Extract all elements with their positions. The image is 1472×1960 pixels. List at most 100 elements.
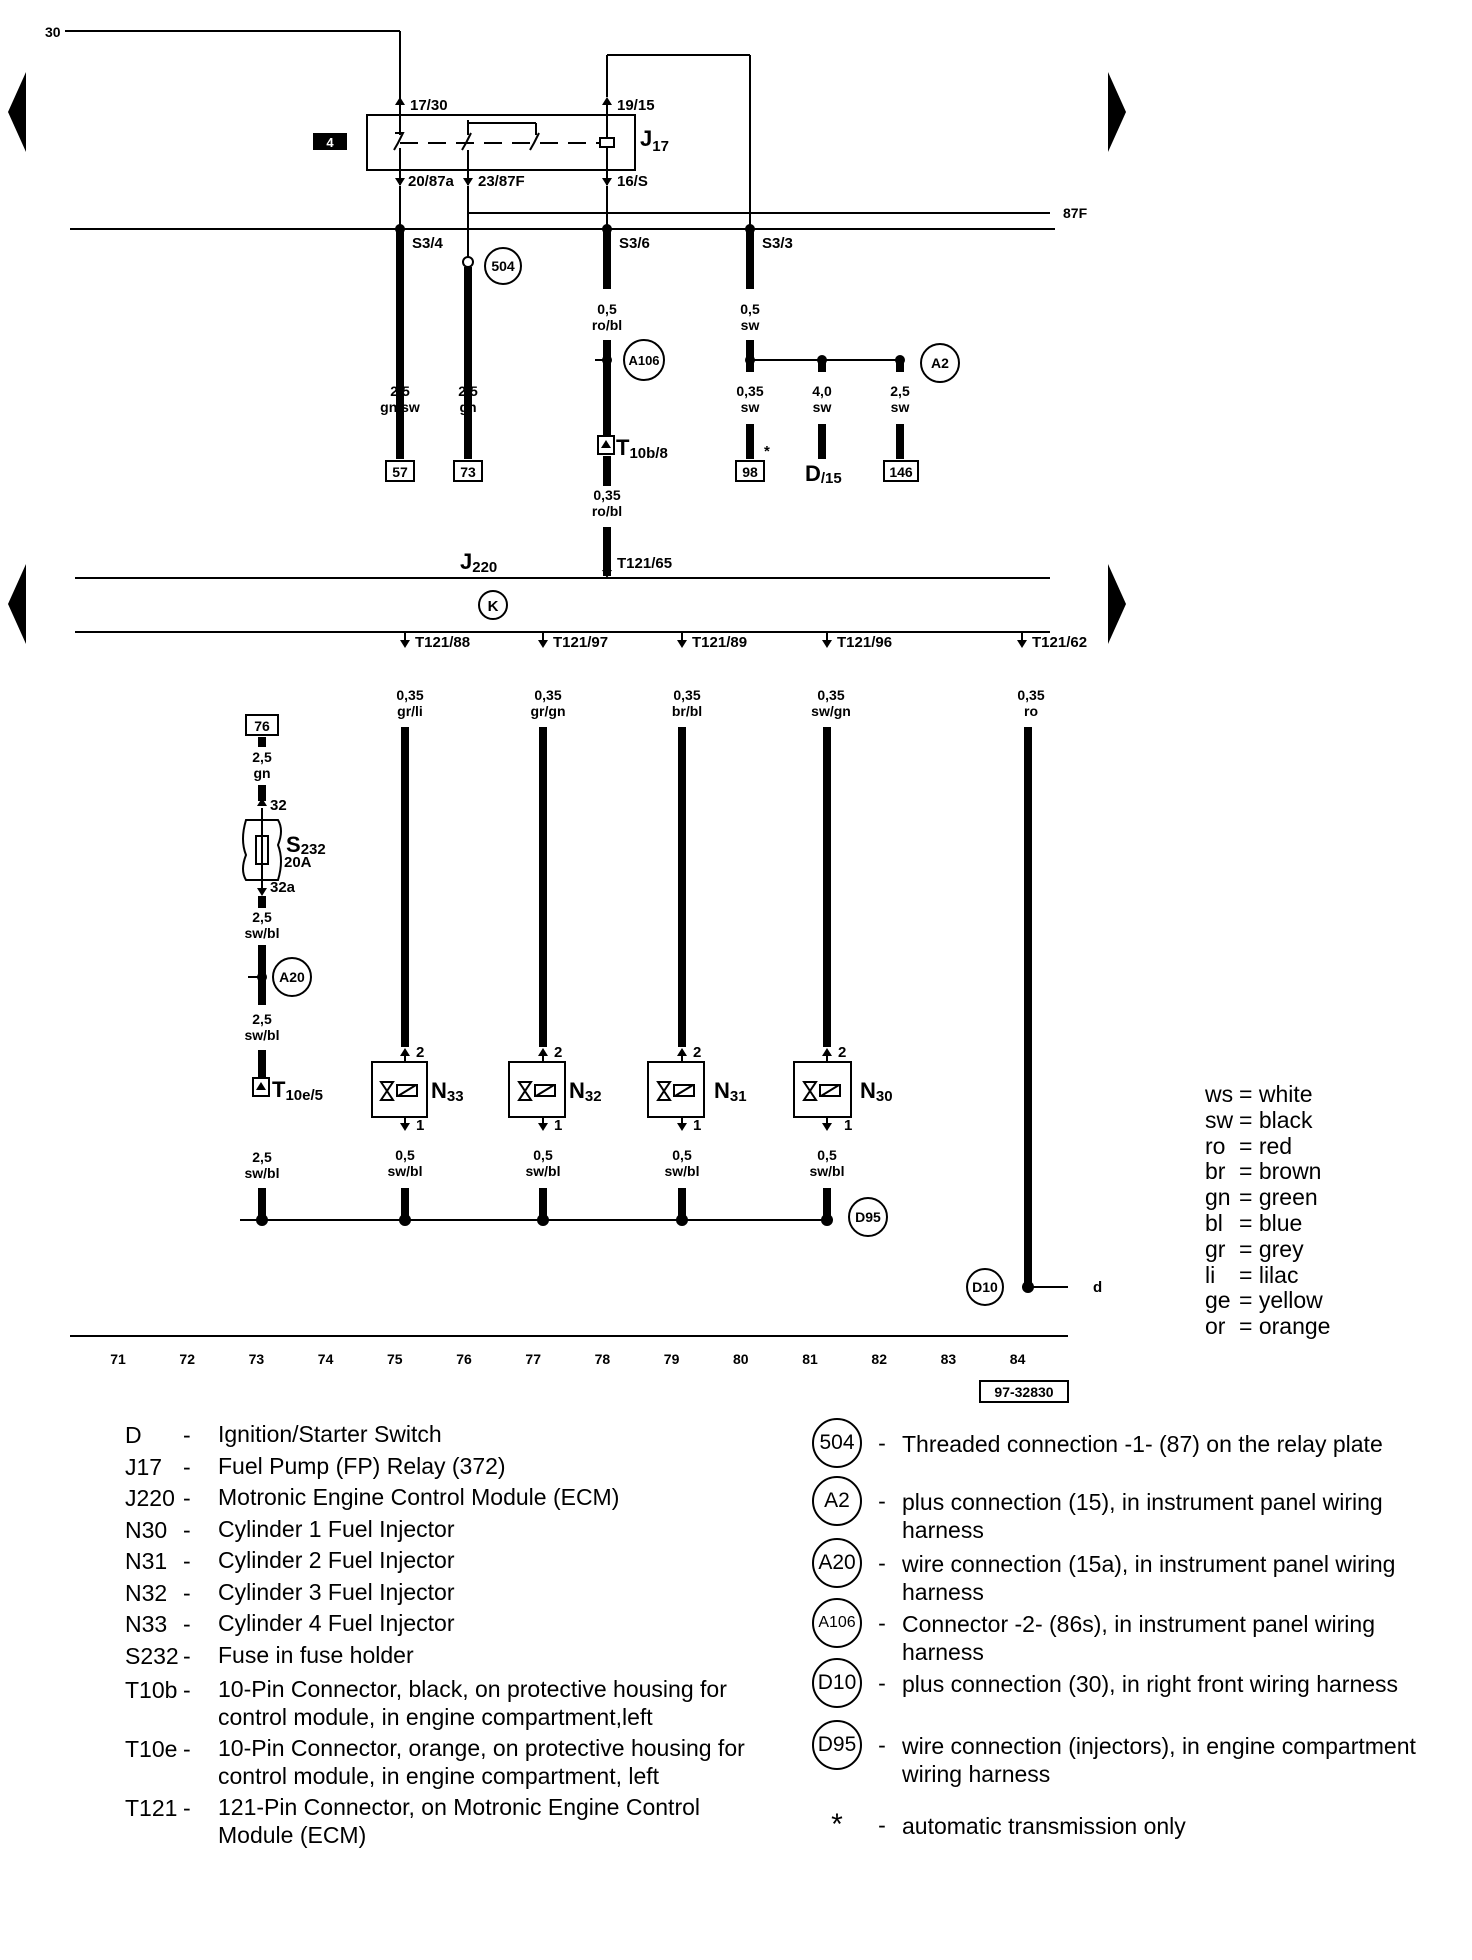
component-description: Cylinder 1 Fuel Injector: [218, 1515, 455, 1542]
continuation-d: d: [1093, 1279, 1102, 1296]
ecm-pin-t121-97: T121/97: [553, 634, 608, 651]
component-description: 121-Pin Connector, on Motronic Engine Co…: [218, 1794, 701, 1848]
footnote-dash: -: [878, 1812, 886, 1838]
wire-size: 0,5: [740, 301, 760, 317]
relay-pin-19-15: 19/15: [617, 97, 655, 114]
connection-description: Connector -2- (86s), in instrument panel…: [902, 1611, 1375, 1665]
connection-symbol: D95: [812, 1720, 862, 1770]
relay-pin-20-87a: 20/87a: [408, 173, 455, 190]
color-name: black: [1258, 1106, 1313, 1133]
equals-sign: =: [1239, 1235, 1259, 1262]
wire-color: ro/bl: [592, 317, 622, 333]
component-dash: -: [183, 1736, 191, 1762]
connection-symbol: A106: [812, 1598, 862, 1648]
component-key: T10b: [125, 1677, 178, 1703]
ref-76: 76: [254, 718, 270, 734]
connection-row: D10-plus connection (30), in right front…: [812, 1658, 1452, 1708]
color-name: yellow: [1258, 1287, 1323, 1314]
relay-name: J17: [640, 126, 669, 155]
next-page-arrow-top[interactable]: [1108, 72, 1126, 152]
document-code: 97-32830: [994, 1384, 1053, 1400]
connection-dash: -: [878, 1732, 886, 1758]
wire-color: ro/bl: [592, 503, 622, 519]
component-description: Cylinder 4 Fuel Injector: [218, 1610, 455, 1636]
ecm-k-symbol: [478, 590, 508, 620]
relay-pin-23-87f: 23/87F: [478, 173, 525, 190]
connection-dash: -: [878, 1430, 886, 1456]
injector-n32-label: N32: [569, 1078, 602, 1105]
component-key: J220: [125, 1485, 175, 1511]
component-key: N32: [125, 1579, 168, 1606]
color-key-row: ge = yellow: [1205, 1288, 1330, 1314]
relay-badge: [313, 133, 347, 150]
component-key: J17: [125, 1453, 163, 1480]
wire-size: 0,35: [736, 383, 763, 399]
connector-a20-label: A20: [279, 969, 305, 985]
wire-color: sw/bl: [809, 1163, 844, 1179]
color-key-row: ws= white: [1205, 1081, 1330, 1108]
injector-n31: 2 1 N31: [647, 1044, 747, 1134]
label-s3-6: S3/6: [619, 235, 650, 252]
ignition-switch-ref: D/15: [805, 461, 842, 487]
color-code: or: [1205, 1313, 1226, 1340]
color-code: gr: [1205, 1235, 1226, 1262]
color-name: green: [1258, 1184, 1318, 1211]
wire-size: 2,5: [252, 1149, 272, 1165]
equals-sign: =: [1239, 1106, 1259, 1133]
prev-page-arrow-bottom[interactable]: [8, 564, 26, 644]
equals-sign: =: [1239, 1081, 1259, 1107]
color-key-row: li= lilac: [1205, 1261, 1330, 1289]
injector-pin-2: 2: [416, 1044, 424, 1061]
footnote-symbol: *: [831, 1808, 843, 1841]
connector-d95-label: D95: [855, 1209, 881, 1225]
ecm-output-pins: T121/88 T121/97 T121/89 T121/96 T121/62: [400, 632, 1087, 651]
color-code: ge: [1205, 1287, 1231, 1314]
color-name: grey: [1258, 1235, 1304, 1262]
component-key: T10e: [125, 1736, 178, 1762]
wire-color: gn: [459, 399, 476, 415]
color-key-row: gr = grey: [1205, 1235, 1330, 1263]
color-name: blue: [1258, 1209, 1303, 1236]
scale-number: 77: [525, 1351, 541, 1367]
ecm-name: J220: [460, 549, 497, 576]
injector-n33: 2 1 N33: [371, 1044, 464, 1134]
component-row: N30-Cylinder 1 Fuel Injector: [125, 1515, 765, 1547]
label-s3-4: S3/4: [412, 235, 444, 252]
component-row: T10b-10-Pin Connector, black, on protect…: [125, 1675, 765, 1731]
wire-color: sw/bl: [244, 925, 279, 941]
fuse-pin-32a: 32a: [270, 879, 296, 896]
fuel-pump-relay: 4 17/30 19/15 20/87a 23/87F 16/S J17: [313, 97, 669, 190]
color-code: bl: [1205, 1209, 1223, 1236]
color-key-row: or= orange: [1205, 1313, 1330, 1340]
injector-n31-label: N31: [714, 1078, 747, 1105]
fuse-pin-32: 32: [270, 797, 287, 814]
connector-d10-label: D10: [972, 1279, 998, 1295]
wire-size: 2,5: [252, 749, 272, 765]
color-key-row: bl= blue: [1205, 1209, 1330, 1237]
color-name: lilac: [1258, 1261, 1299, 1288]
color-code: gn: [1205, 1184, 1231, 1211]
connector-a2: [920, 343, 960, 383]
scale-number: 75: [387, 1351, 403, 1367]
wire-color: sw/gn: [811, 703, 851, 719]
relay-badge-text: 4: [326, 135, 334, 150]
connection-symbol: A20: [812, 1538, 862, 1588]
scale-number: 83: [941, 1351, 957, 1367]
connector-504: [484, 247, 522, 285]
wire-size: 0,5: [597, 301, 617, 317]
equals-sign: =: [1239, 1287, 1259, 1314]
component-row: S232-Fuse in fuse holder: [125, 1641, 765, 1673]
next-page-arrow-bottom[interactable]: [1108, 564, 1126, 644]
component-description: Fuse in fuse holder: [218, 1641, 414, 1668]
connection-description: Threaded connection -1- (87) on the rela…: [902, 1431, 1383, 1457]
scale-number: 82: [871, 1351, 887, 1367]
connection-symbol: 504: [812, 1418, 862, 1468]
ecm-k-symbol-label: K: [488, 598, 499, 615]
color-code: br: [1205, 1158, 1226, 1185]
wire-color: sw/bl: [244, 1165, 279, 1181]
connector-504-label: 504: [491, 258, 515, 274]
prev-page-arrow-top[interactable]: [8, 72, 26, 152]
wire-size: 4,0: [812, 383, 832, 399]
ref-73: 73: [460, 464, 476, 480]
connection-row: A2-plus connection (15), in instrument p…: [812, 1476, 1452, 1544]
